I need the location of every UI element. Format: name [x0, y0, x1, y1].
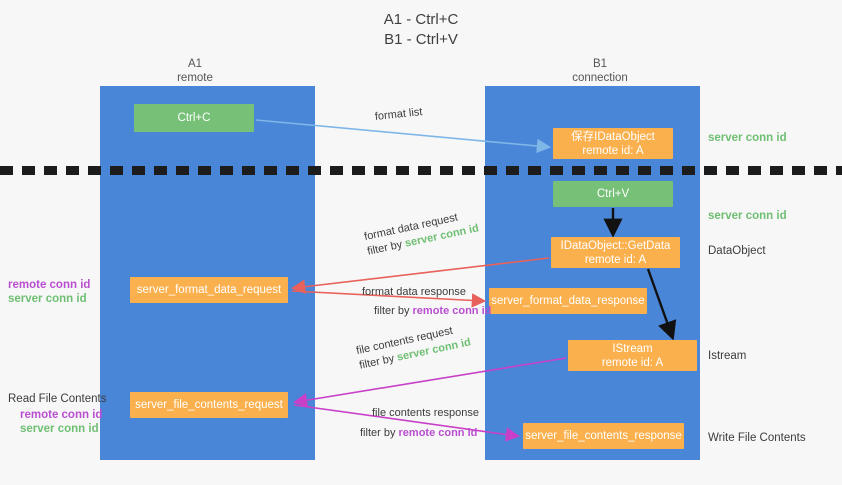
node-server-format-data-response[interactable]: server_format_data_response — [489, 288, 647, 314]
node-server-format-data-request[interactable]: server_format_data_request — [130, 277, 288, 303]
node-ctrl-c-label: Ctrl+C — [177, 112, 211, 124]
edge-label-format-data-response-text: format data response — [362, 286, 466, 298]
node-ctrl-v-label: Ctrl+V — [596, 188, 630, 200]
phase-divider — [0, 166, 842, 175]
node-istream-line1: IStream — [612, 342, 653, 355]
lane-header-a1: A1 remote — [120, 57, 270, 85]
annotation-remote-conn-id-1: remote conn id — [8, 279, 91, 291]
filter-key-remote-conn-id: remote conn id — [412, 305, 492, 317]
node-ctrl-v[interactable]: Ctrl+V — [553, 181, 673, 207]
lane-header-a1-name: A1 — [187, 58, 203, 70]
edge-label-format-list-text: format list — [374, 106, 424, 123]
lane-header-b1-sublabel: connection — [572, 72, 628, 84]
annotation-server-conn-id-top: server conn id — [708, 132, 787, 144]
edge-label-file-contents-request: file contents request filter by server c… — [355, 321, 472, 374]
node-idataobject-getdata[interactable]: IDataObject::GetData remote id: A — [551, 237, 680, 268]
annotation-read-file-contents-group: Read File Contents remote conn id server… — [8, 392, 106, 436]
node-server-file-contents-request-label: server_file_contents_request — [135, 399, 283, 411]
filter-key-remote-conn-id: remote conn id — [398, 427, 478, 439]
node-server-file-contents-request[interactable]: server_file_contents_request — [130, 392, 288, 418]
node-idataobject-getdata-line1: IDataObject::GetData — [560, 239, 671, 252]
node-save-idataobject-line2: remote id: A — [582, 144, 644, 157]
annotation-conn-id-pair-top: remote conn id server conn id — [8, 278, 90, 306]
edge-label-format-list: format list — [374, 105, 423, 125]
edge-label-file-contents-response-text: file contents response — [372, 407, 480, 419]
filter-prefix: filter by — [374, 305, 413, 317]
node-idataobject-getdata-line2: remote id: A — [584, 253, 647, 266]
annotation-dataobject: DataObject — [708, 245, 766, 257]
edge-label-format-data-request: format data request filter by server con… — [363, 207, 480, 260]
lane-header-b1-name: B1 — [592, 58, 608, 70]
node-server-format-data-request-label: server_format_data_request — [136, 284, 282, 296]
edge-filter-format-data-response: filter by remote conn id — [374, 304, 491, 319]
annotation-server-conn-id-2: server conn id — [20, 423, 99, 435]
lane-header-a1-sublabel: remote — [177, 72, 213, 84]
annotation-istream: Istream — [708, 350, 747, 362]
node-save-idataobject-line1: 保存IDataObject — [571, 130, 655, 143]
node-istream[interactable]: IStream remote id: A — [568, 340, 697, 371]
node-istream-line2: remote id: A — [601, 356, 664, 369]
annotation-remote-conn-id-2: remote conn id — [20, 409, 103, 421]
filter-prefix: filter by — [360, 427, 399, 439]
annotation-write-file-contents: Write File Contents — [708, 432, 806, 444]
title-line-2: B1 - Ctrl+V — [384, 31, 458, 48]
title-line-1: A1 - Ctrl+C — [383, 11, 459, 28]
edge-label-format-data-response: format data response filter by remote co… — [362, 285, 491, 319]
node-server-format-data-response-label: server_format_data_response — [491, 295, 645, 307]
annotation-read-file-contents: Read File Contents — [8, 393, 107, 405]
page-title: A1 - Ctrl+C B1 - Ctrl+V — [0, 10, 842, 50]
annotation-server-conn-id-1: server conn id — [8, 293, 87, 305]
annotation-server-conn-id-mid: server conn id — [708, 210, 787, 222]
node-ctrl-c[interactable]: Ctrl+C — [134, 104, 254, 132]
node-save-idataobject[interactable]: 保存IDataObject remote id: A — [553, 128, 673, 159]
edge-filter-file-contents-response: filter by remote conn id — [360, 426, 479, 441]
edge-label-file-contents-response: file contents response filter by remote … — [360, 406, 480, 441]
lane-header-b1: B1 connection — [520, 57, 680, 85]
node-server-file-contents-response-label: server_file_contents_response — [525, 430, 682, 442]
node-server-file-contents-response[interactable]: server_file_contents_response — [523, 423, 684, 449]
